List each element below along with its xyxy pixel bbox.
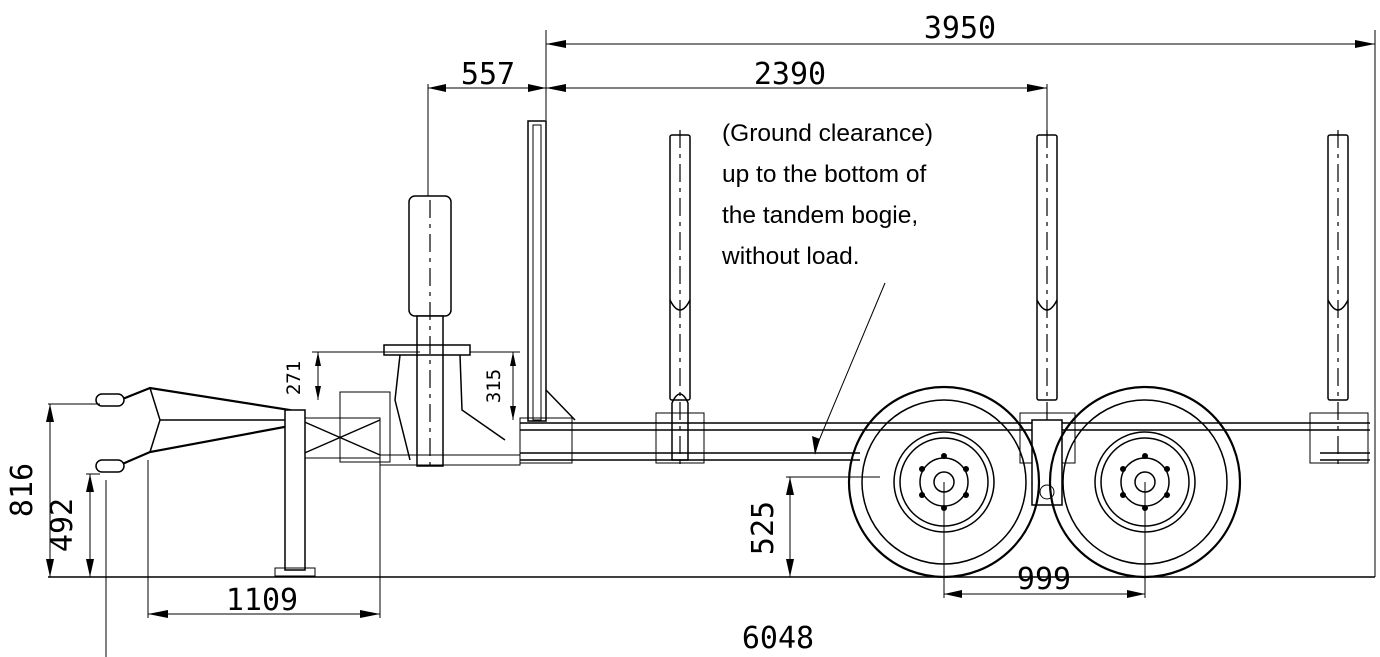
dimension-wheelbase: 999 [943,482,1146,598]
dimension-label-492: 492 [45,498,80,552]
ground-clearance-note: (Ground clearance) up to the bottom of t… [721,120,933,455]
note-line-3: the tandem bogie, [722,202,918,229]
dimension-label-557: 557 [461,57,515,92]
front-bulkhead [519,120,576,464]
dimension-label-3950: 3950 [924,11,996,46]
dimension-drawbar-height: 816 [5,403,100,577]
dimension-label-271: 271 [283,361,305,395]
stake-3 [1309,130,1369,470]
dimension-label-1109: 1109 [226,583,298,618]
dimension-overall-width: 3950 [545,11,1376,577]
stake-1 [655,130,705,470]
dimension-hitch-height: 492 [45,473,100,577]
support-leg [274,409,316,577]
trailer-frame [520,422,1370,478]
note-line-2: up to the bottom of [722,161,926,188]
dimension-front-offset: 557 [427,57,546,200]
dimension-support-leg: 1109 [147,460,381,618]
note-line-1: (Ground clearance) [722,120,933,147]
dimension-label-315: 315 [483,369,505,403]
note-line-4: without load. [721,243,860,270]
dimension-label-525: 525 [746,501,781,555]
stake-2 [1036,130,1058,470]
drawbar [95,386,391,473]
dimension-label-6048: 6048 [742,621,814,656]
dimension-crane-heights: 271 315 [283,351,520,420]
dimension-front-to-axle: 2390 [546,57,1048,140]
crane-column [379,195,521,470]
dimension-label-2390: 2390 [754,57,826,92]
dimension-label-999: 999 [1017,562,1071,597]
dimension-overall-length: 6048 [105,480,814,657]
dimension-ground-clearance: 525 [746,476,800,577]
dimension-label-816: 816 [5,463,40,517]
